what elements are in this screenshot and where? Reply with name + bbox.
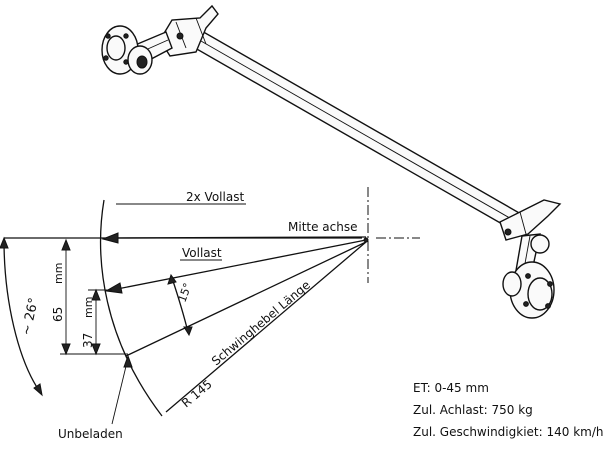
spec-speed: Zul. Geschwindigkiet: 140 km/h: [413, 425, 604, 439]
spec-axle-load: Zul. Achlast: 750 kg: [413, 403, 533, 417]
label-dim-37-unit: mm: [82, 297, 95, 318]
spec-et: ET: 0-45 mm: [413, 381, 489, 395]
lever-length-line: [165, 241, 367, 413]
radius-arc: [100, 199, 163, 417]
left-bracket: [159, 4, 219, 57]
arm-unloaded: [125, 241, 367, 357]
label-dim-65-unit: mm: [52, 263, 65, 284]
label-dim-65: 65: [51, 307, 65, 322]
geometry-drawing: 2x Vollast Mitte achse Vollast 15° 65 mm…: [0, 187, 420, 441]
arm-full-load: [111, 239, 367, 291]
pivot-point: [363, 237, 369, 243]
arm-2x-full-load: [109, 236, 367, 239]
label-radius: R 145: [179, 377, 215, 410]
label-full-load: Vollast: [182, 246, 222, 260]
angle-26-arc: [3, 239, 41, 393]
label-dim-37: 37: [81, 333, 95, 348]
axle-illustration: [101, 4, 562, 319]
label-angle-15: 15°: [176, 281, 195, 304]
label-2x-full-load: 2x Vollast: [186, 190, 244, 204]
label-angle-26: ~ 26°: [19, 296, 42, 336]
right-bracket: [499, 199, 562, 241]
unloaded-leader: [111, 357, 129, 425]
label-unloaded: Unbeladen: [58, 427, 123, 441]
label-axle-center: Mitte achse: [288, 220, 358, 234]
